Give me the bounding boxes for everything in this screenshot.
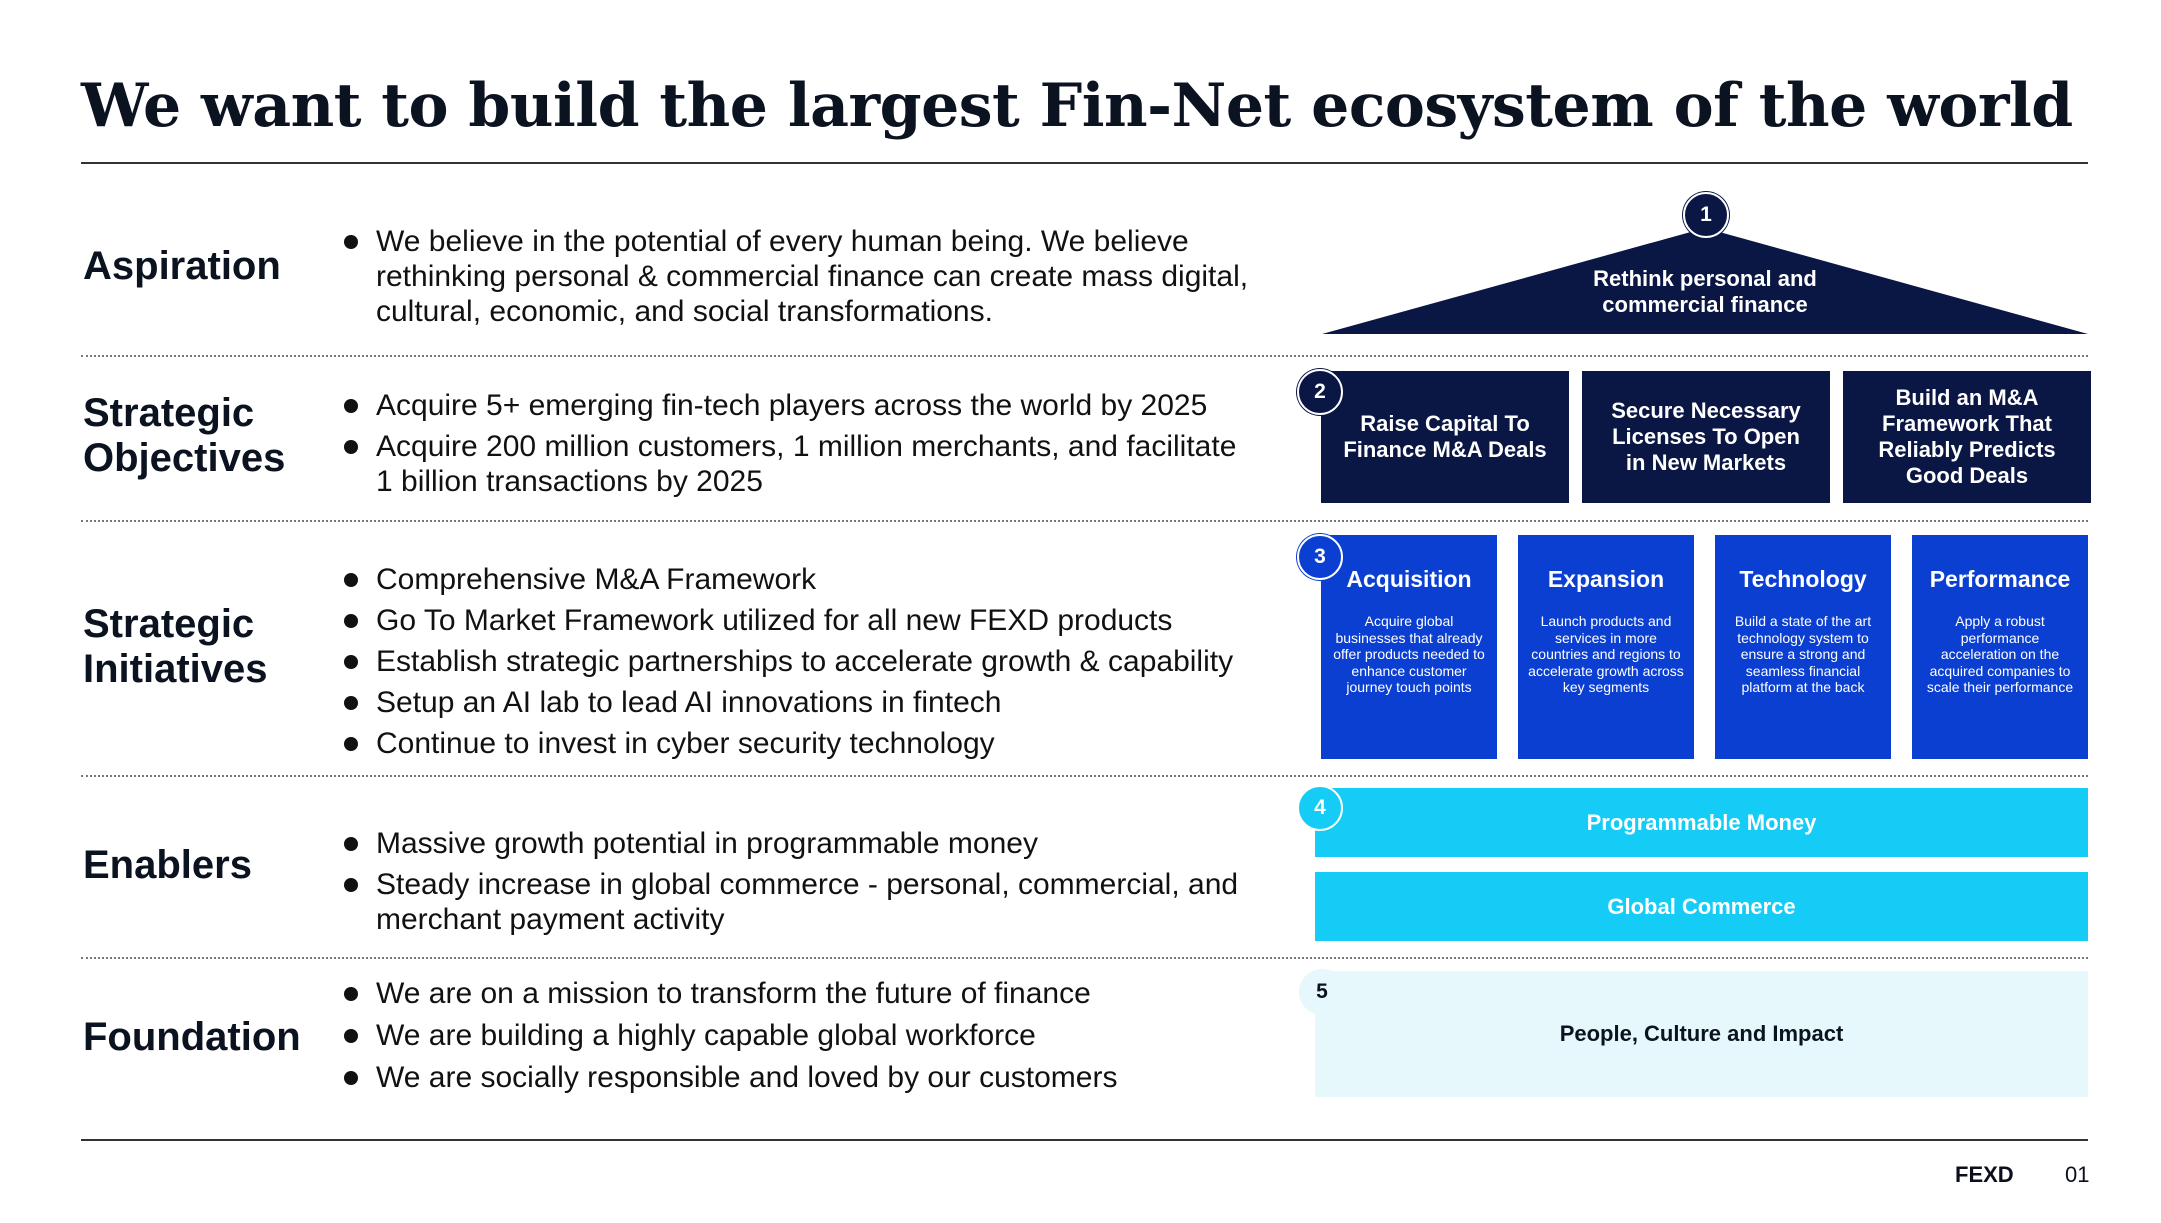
initiative-text: Apply a robust performance acceleration …: [1926, 613, 2074, 695]
initiative-box-expansion: Expansion Launch products and services i…: [1518, 535, 1694, 759]
row-divider: [81, 355, 2088, 357]
aspiration-bullets: We believe in the potential of every hum…: [340, 224, 1260, 329]
initiative-heading: Technology: [1739, 566, 1867, 592]
initiative-text: Acquire global businesses that already o…: [1333, 613, 1485, 695]
step-number-4: 4: [1297, 785, 1343, 831]
step-number-3: 3: [1297, 534, 1343, 580]
bullet-item: Massive growth potential in programmable…: [340, 826, 1260, 861]
page-title: We want to build the largest Fin-Net eco…: [81, 71, 2073, 141]
bullet-item: We are socially responsible and loved by…: [340, 1060, 1260, 1095]
objectives-bullets: Acquire 5+ emerging fin-tech players acr…: [340, 388, 1260, 499]
foundation-bullets: We are on a mission to transform the fut…: [340, 976, 1260, 1095]
bullet-item: We are building a highly capable global …: [340, 1018, 1260, 1053]
step-number-5: 5: [1299, 969, 1345, 1015]
initiative-box-acquisition: Acquisition Acquire global businesses th…: [1321, 535, 1497, 759]
row-divider: [81, 520, 2088, 522]
bullet-item: We are on a mission to transform the fut…: [340, 976, 1260, 1011]
row-label-aspiration: Aspiration: [83, 244, 281, 288]
footer-brand: FEXD: [1955, 1162, 2014, 1187]
initiative-text: Build a state of the art technology syst…: [1734, 613, 1872, 695]
bullet-item: Acquire 5+ emerging fin-tech players acr…: [340, 388, 1260, 423]
row-divider: [81, 775, 2088, 777]
row-label-strategic-initiatives: Strategic Initiatives: [83, 602, 268, 691]
step-number-2: 2: [1297, 369, 1343, 415]
bullet-item: Continue to invest in cyber security tec…: [340, 726, 1260, 761]
objective-box-framework: Build an M&A Framework That Reliably Pre…: [1843, 371, 2091, 503]
enabler-bar-programmable-money: Programmable Money: [1315, 788, 2088, 857]
bullet-item: Comprehensive M&A Framework: [340, 562, 1260, 597]
enabler-bar-global-commerce: Global Commerce: [1315, 872, 2088, 941]
page-number: 01: [2065, 1162, 2090, 1187]
step-number-1: 1: [1683, 192, 1729, 238]
bullet-item: We believe in the potential of every hum…: [340, 224, 1260, 329]
row-divider: [81, 957, 2088, 959]
initiatives-bullets: Comprehensive M&A Framework Go To Market…: [340, 562, 1260, 761]
initiative-heading: Acquisition: [1346, 566, 1472, 592]
bullet-item: Establish strategic partnerships to acce…: [340, 644, 1260, 679]
enablers-bullets: Massive growth potential in programmable…: [340, 826, 1260, 937]
initiative-box-performance: Performance Apply a robust performance a…: [1912, 535, 2088, 759]
roof-label: Rethink personal and commercial finance: [1593, 266, 1817, 317]
initiative-heading: Performance: [1929, 566, 2071, 592]
bullet-item: Acquire 200 million customers, 1 million…: [340, 429, 1260, 499]
objective-box-licenses: Secure Necessary Licenses To Open in New…: [1582, 371, 1830, 503]
bullet-item: Setup an AI lab to lead AI innovations i…: [340, 685, 1260, 720]
initiative-box-technology: Technology Build a state of the art tech…: [1715, 535, 1891, 759]
initiative-heading: Expansion: [1547, 566, 1665, 592]
row-label-foundation: Foundation: [83, 1015, 301, 1059]
bullet-item: Steady increase in global commerce - per…: [340, 867, 1260, 937]
title-divider: [81, 162, 2088, 164]
roof-shape: [1322, 228, 2088, 334]
foundation-block: People, Culture and Impact: [1315, 971, 2088, 1097]
objective-box-capital: Raise Capital To Finance M&A Deals: [1321, 371, 1569, 503]
row-label-enablers: Enablers: [83, 843, 252, 887]
footer-divider: [81, 1139, 2088, 1141]
initiative-text: Launch products and services in more cou…: [1528, 613, 1684, 695]
row-label-strategic-objectives: Strategic Objectives: [83, 391, 286, 480]
bullet-item: Go To Market Framework utilized for all …: [340, 603, 1260, 638]
